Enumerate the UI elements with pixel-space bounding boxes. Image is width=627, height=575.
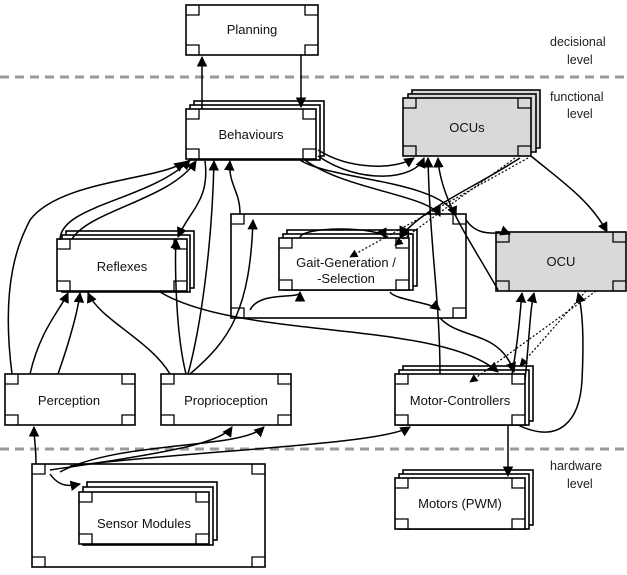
sensor-modules-module: Sensor Modules <box>78 481 218 546</box>
arrow-behaviours-to-gait-2 <box>304 159 441 217</box>
decisional-level-label-1: decisional <box>550 35 606 49</box>
arrow-behaviours-to-ocus <box>317 149 415 168</box>
arrow-reflexes-to-behaviours-2 <box>71 160 197 240</box>
hardware-level-label-1: hardware <box>550 459 602 473</box>
arrow-ocus-to-gait-dotted-2 <box>394 157 516 246</box>
arrow-sensors-to-motor-controllers <box>69 426 411 467</box>
ocu-label: OCU <box>547 254 576 269</box>
ocus-module: OCUs <box>402 89 541 157</box>
motors-module: Motors (PWM) <box>394 469 534 530</box>
hardware-level-label-2: level <box>567 477 593 491</box>
arrow-ocu-to-motor-controllers-dotted <box>469 290 597 383</box>
planning-module: Planning <box>185 4 319 56</box>
reflexes-label: Reflexes <box>97 259 148 274</box>
ocu-module: OCU <box>495 231 627 292</box>
arrow-gait-inner-top <box>299 227 387 239</box>
arrow-ocu-to-motor-controllers-dotted-2 <box>519 290 587 367</box>
arrow-behaviours-to-reflexes <box>177 160 207 238</box>
ocus-label: OCUs <box>449 120 485 135</box>
arrow-perception-to-reflexes <box>29 292 69 375</box>
sensor-modules-label: Sensor Modules <box>97 516 191 531</box>
arrow-sensors-to-perception <box>28 425 40 465</box>
decisional-level-label-2: level <box>567 53 593 67</box>
arrow-proprioception-to-reflexes <box>87 292 171 375</box>
arrow-sensor-inner-loop <box>49 473 82 492</box>
arrow-motor-controllers-to-ocus <box>422 156 441 375</box>
gait-label-line2: -Selection <box>317 271 375 286</box>
arrow-gait-to-behaviours <box>223 159 241 215</box>
arrow-gait-to-motor-controllers <box>439 317 516 373</box>
functional-level-label-1: functional <box>550 90 604 104</box>
arrow-perception-to-behaviours <box>7 161 185 375</box>
proprioception-module: Proprioception <box>160 373 292 426</box>
perception-label: Perception <box>38 393 100 408</box>
arrow-gait-to-ocu <box>465 219 511 236</box>
gait-label-line1: Gait-Generation / <box>296 255 396 270</box>
arrow-motor-controllers-feedback <box>517 291 586 433</box>
arrow-gait-inner-loop <box>249 290 306 311</box>
functional-level-label-2: level <box>567 107 593 121</box>
behaviours-label: Behaviours <box>218 127 284 142</box>
motors-label: Motors (PWM) <box>418 496 502 511</box>
motor-controllers-module: Motor-Controllers <box>394 365 534 426</box>
behaviours-module: Behaviours <box>185 100 325 161</box>
planning-label: Planning <box>227 22 278 37</box>
motor-controllers-label: Motor-Controllers <box>410 393 511 408</box>
arrow-motor-controllers-to-ocu <box>511 291 527 375</box>
gait-generation-module: Gait-Generation / -Selection <box>278 229 418 291</box>
arrow-proprioception-to-behaviours <box>187 159 220 375</box>
arrow-behaviours-to-ocus-2 <box>317 155 426 177</box>
arrow-proprioception-to-gait-2 <box>189 218 258 375</box>
arrow-sensors-to-proprioception <box>59 426 265 473</box>
arrow-perception-to-reflexes-2 <box>57 291 85 375</box>
arrow-ocus-to-gait-dotted <box>349 157 529 258</box>
perception-module: Perception <box>4 373 136 426</box>
proprioception-label: Proprioception <box>184 393 268 408</box>
arrow-behaviours-to-gait <box>299 159 457 217</box>
arrow-reflexes-to-motor-controllers <box>159 291 499 373</box>
reflexes-module: Reflexes <box>56 230 195 293</box>
arrow-ocu-to-ocus <box>433 156 499 291</box>
arrow-reflexes-to-behaviours <box>59 159 191 241</box>
arrow-ocus-to-ocu <box>530 155 608 233</box>
connections <box>7 55 608 492</box>
arrow-proprioception-to-gait <box>170 237 187 375</box>
arrow-ocus-to-gait <box>399 157 521 239</box>
